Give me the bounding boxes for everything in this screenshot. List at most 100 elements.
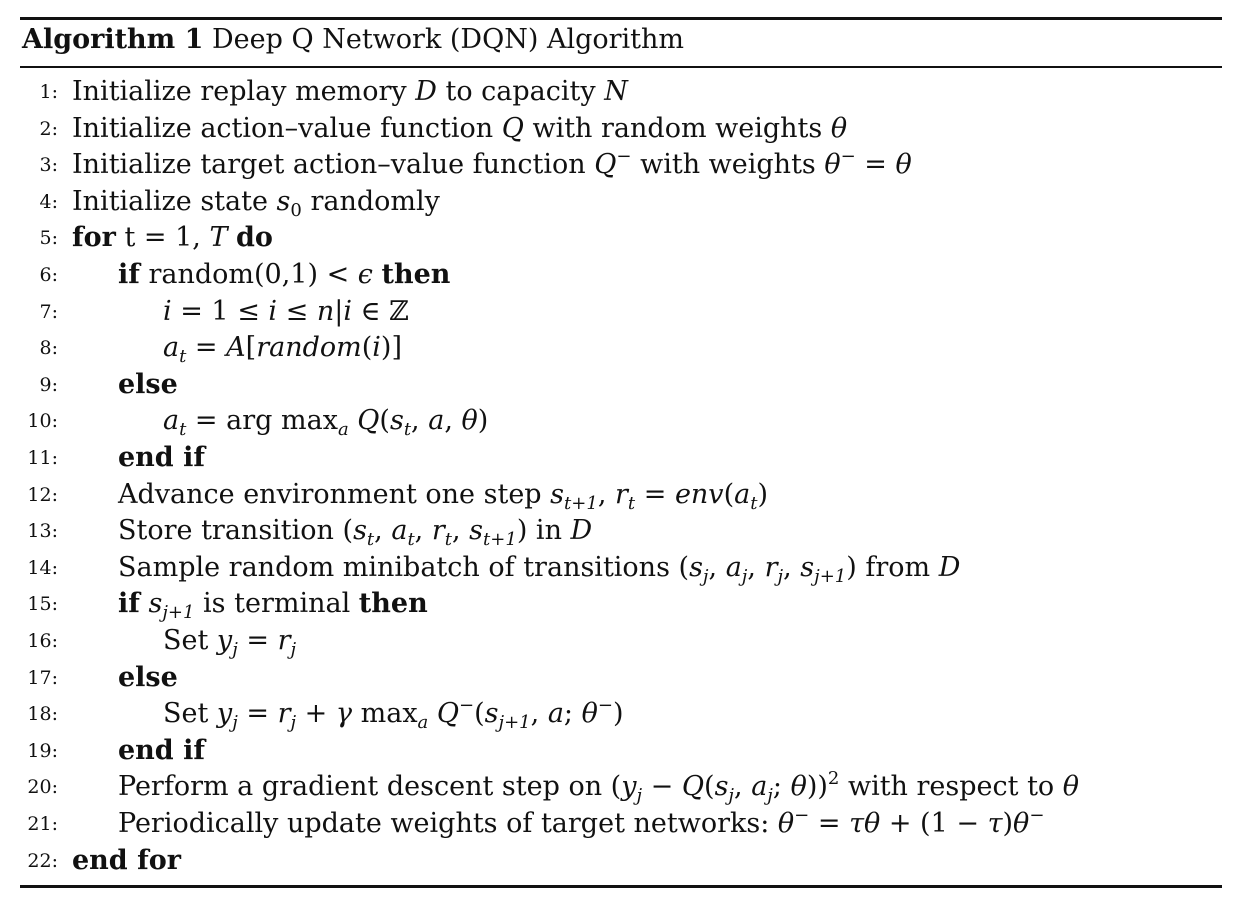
math-symbol: j: [741, 565, 748, 587]
text-segment: =: [809, 808, 850, 839]
line-text: at = arg maxa Q(st, a, θ): [163, 403, 488, 439]
line-text: for t = 1, T do: [72, 220, 273, 256]
text-segment: (: [704, 771, 715, 803]
line-text: Periodically update weights of target ne…: [118, 806, 1044, 842]
text-segment: ) in: [516, 515, 571, 547]
math-symbol: D: [938, 551, 961, 583]
text-segment: ,: [444, 405, 462, 437]
text-segment: ,: [597, 478, 615, 510]
text-segment: Periodically update weights of target ne…: [118, 808, 778, 839]
text-segment: is terminal: [194, 588, 359, 620]
text-segment: Initialize replay memory: [72, 76, 416, 107]
text-segment: Initialize target action–value function: [72, 149, 595, 181]
math-symbol: r: [764, 551, 778, 583]
text-segment: ,: [747, 551, 765, 583]
math-symbol: t+1: [483, 529, 517, 551]
text-segment: = 1 ≤: [171, 295, 269, 327]
math-symbol: t: [444, 529, 452, 551]
line-text: else: [118, 660, 178, 696]
math-symbol: j+1: [498, 712, 531, 734]
text-segment: ,: [452, 515, 470, 547]
caption-rule: [20, 66, 1222, 68]
line-text: Initialize replay memory D to capacity N: [72, 74, 628, 110]
math-symbol: s: [550, 478, 565, 510]
line-text: Set yj = rj: [163, 623, 296, 659]
text-segment: Sample random minibatch of transitions (: [118, 551, 690, 583]
text-segment: (: [474, 698, 485, 730]
keyword: then: [381, 259, 451, 290]
text-segment: ): [757, 478, 768, 510]
math-symbol: −: [459, 695, 475, 717]
math-symbol: a: [417, 712, 429, 734]
math-symbol: t: [179, 419, 187, 441]
math-symbol: s: [353, 515, 367, 547]
text-segment: Set: [163, 698, 217, 730]
text-segment: with random weights: [523, 112, 831, 144]
line-text: end if: [118, 733, 205, 769]
math-symbol: r: [614, 478, 628, 510]
math-symbol: s: [148, 588, 163, 620]
math-symbol: t: [366, 529, 375, 551]
math-symbol: t: [627, 492, 636, 514]
math-symbol: j: [232, 639, 238, 660]
math-symbol: s: [276, 185, 291, 217]
math-symbol: j+1: [162, 602, 195, 624]
text-segment: =: [855, 149, 896, 181]
math-symbol: t: [407, 529, 415, 551]
line-text: at = A[random(i)]: [163, 330, 402, 366]
keyword: else: [118, 368, 178, 400]
math-symbol: ϵ: [357, 259, 373, 290]
text-segment: ≤: [277, 295, 317, 327]
math-symbol: −: [840, 146, 856, 168]
text-segment: )): [806, 771, 828, 803]
keyword: else: [118, 661, 178, 693]
text-segment: [349, 405, 358, 436]
math-symbol: θ: [824, 149, 841, 181]
math-symbol: θ: [461, 405, 478, 437]
text-segment: Set: [163, 625, 217, 656]
text-segment: ;: [563, 698, 582, 730]
text-segment: random(0,1) <: [139, 259, 358, 290]
math-symbol: τθ: [849, 808, 881, 839]
line-number: 12:: [27, 483, 58, 506]
line-text: i = 1 ≤ i ≤ n|i ∈ ℤ: [163, 294, 409, 330]
math-symbol: t+1: [564, 492, 598, 514]
math-symbol: s: [714, 771, 729, 803]
line-number: 13:: [27, 520, 58, 543]
keyword: end for: [72, 844, 181, 876]
line-text: Initialize state s0 randomly: [72, 184, 440, 220]
math-symbol: j: [636, 785, 643, 807]
line-text: if sj+1 is terminal then: [118, 586, 428, 622]
math-symbol: −: [794, 805, 810, 826]
line-number: 8:: [39, 337, 59, 360]
text-segment: Initialize state: [72, 185, 277, 217]
math-symbol: a: [725, 551, 742, 583]
math-symbol: Q: [436, 698, 460, 730]
text-segment: Initialize action–value function: [72, 112, 502, 144]
text-segment: ): [612, 698, 624, 730]
text-segment: max: [352, 698, 418, 730]
text-segment: [: [245, 332, 257, 364]
line-text: Set yj = rj + γ maxa Q−(sj+1, a; θ−): [163, 696, 624, 732]
line-number: 15:: [27, 593, 58, 616]
keyword: if: [118, 588, 140, 620]
math-symbol: s: [389, 405, 404, 437]
text-segment: Store transition (: [118, 515, 354, 547]
text-segment: randomly: [301, 185, 440, 217]
line-number: 3:: [39, 154, 59, 177]
math-symbol: s: [469, 515, 484, 547]
text-segment: with respect to: [839, 771, 1063, 803]
math-symbol: a: [163, 332, 180, 364]
algorithm-caption: Algorithm 1 Deep Q Network (DQN) Algorit…: [22, 24, 684, 55]
text-segment: ,: [411, 405, 429, 437]
text-segment: =: [186, 332, 227, 364]
keyword: if: [118, 259, 140, 290]
line-number: 9:: [39, 373, 59, 396]
math-symbol: r: [431, 515, 445, 547]
math-symbol: a: [163, 405, 180, 437]
math-symbol: a: [337, 419, 349, 441]
math-symbol: y: [216, 698, 233, 730]
math-symbol: a: [751, 771, 768, 803]
algorithm-title: Deep Q Network (DQN) Algorithm: [212, 24, 685, 55]
line-text: Advance environment one step st+1, rt = …: [118, 477, 768, 513]
